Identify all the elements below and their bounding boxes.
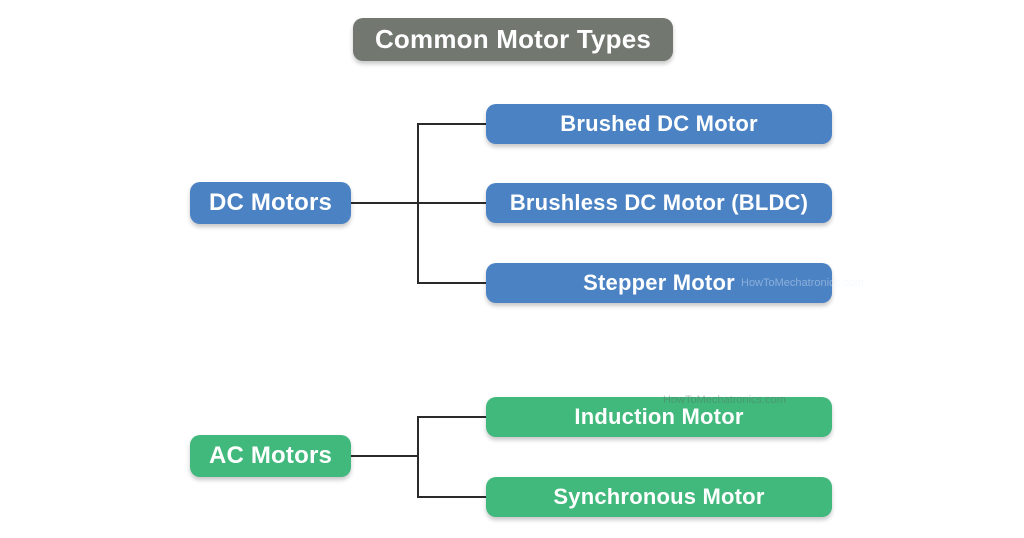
node-ac-motors: AC Motors (190, 435, 351, 477)
node-synchronous-motor: Synchronous Motor (486, 477, 832, 517)
node-induction-motor: Induction Motor (486, 397, 832, 437)
node-brushed-dc-motor: Brushed DC Motor (486, 104, 832, 144)
node-dc-motors: DC Motors (190, 182, 351, 224)
diagram-title: Common Motor Types (353, 18, 673, 61)
node-brushless-dc-motor: Brushless DC Motor (BLDC) (486, 183, 832, 223)
node-stepper-motor: Stepper Motor (486, 263, 832, 303)
